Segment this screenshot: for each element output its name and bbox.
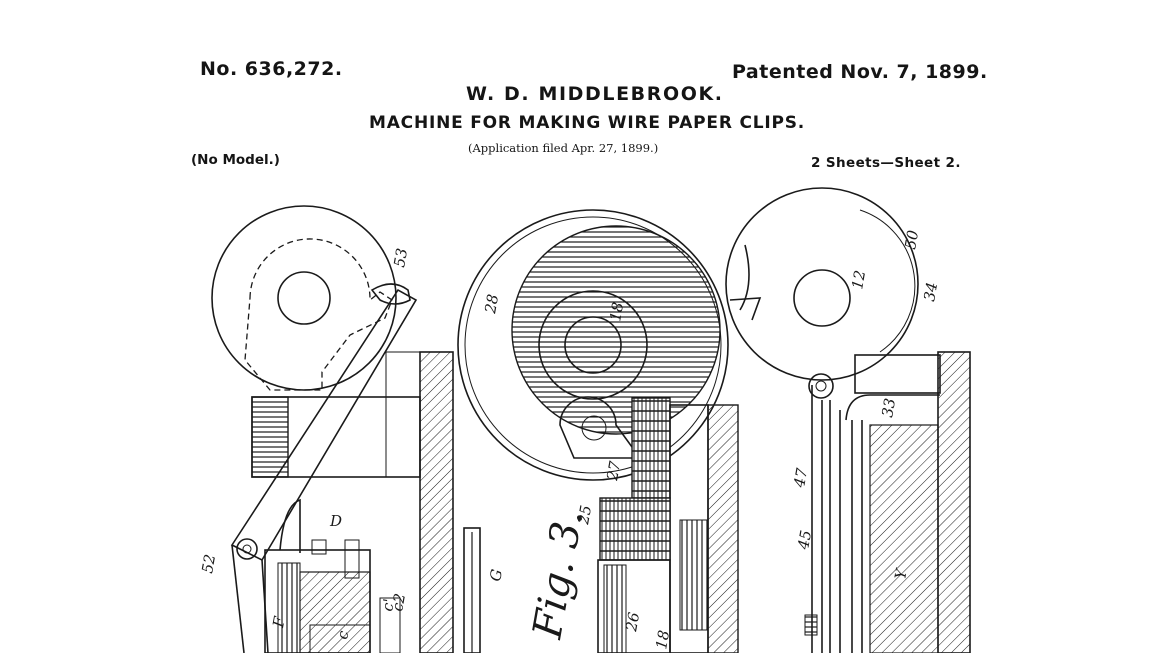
ref-52: 52 bbox=[198, 553, 219, 575]
patent-title: MACHINE FOR MAKING WIRE PAPER CLIPS. bbox=[369, 113, 806, 133]
inventor-name: W. D. MIDDLEBROOK. bbox=[466, 83, 724, 105]
figure-label: Fig. 3. bbox=[524, 506, 592, 643]
center-wheel-assembly bbox=[457, 209, 739, 653]
ref-f: F bbox=[269, 615, 289, 630]
ref-c1: c' bbox=[378, 597, 398, 612]
ref-g: G bbox=[486, 568, 506, 583]
ref-12: 12 bbox=[848, 269, 869, 291]
ref-27: 27 bbox=[603, 459, 624, 482]
ref-45: 45 bbox=[794, 529, 815, 552]
sheet-number: 2 Sheets—Sheet 2. bbox=[811, 155, 961, 171]
model-note: (No Model.) bbox=[191, 152, 280, 168]
ref-26: 26 bbox=[622, 610, 643, 633]
ref-33: 33 bbox=[878, 397, 899, 419]
application-date: (Application filed Apr. 27, 1899.) bbox=[468, 141, 659, 155]
ref-47: 47 bbox=[790, 466, 811, 489]
ref-53: 53 bbox=[390, 247, 411, 269]
ref-c2: c2 bbox=[388, 592, 409, 613]
right-disc-assembly bbox=[725, 187, 971, 653]
ref-d: D bbox=[329, 512, 342, 530]
ref-50: 50 bbox=[901, 228, 922, 250]
ref-25: 25 bbox=[574, 504, 595, 527]
patent-number: No. 636,272. bbox=[200, 58, 343, 80]
ref-18: 18 bbox=[606, 301, 627, 323]
ref-c: c bbox=[333, 629, 352, 641]
figure-3-area bbox=[463, 527, 481, 653]
patent-date: Patented Nov. 7, 1899. bbox=[732, 61, 988, 83]
ref-28: 28 bbox=[481, 293, 502, 316]
left-cam-assembly bbox=[211, 205, 454, 653]
ref-34: 34 bbox=[920, 281, 941, 303]
ref-18b: 18 bbox=[652, 629, 673, 651]
